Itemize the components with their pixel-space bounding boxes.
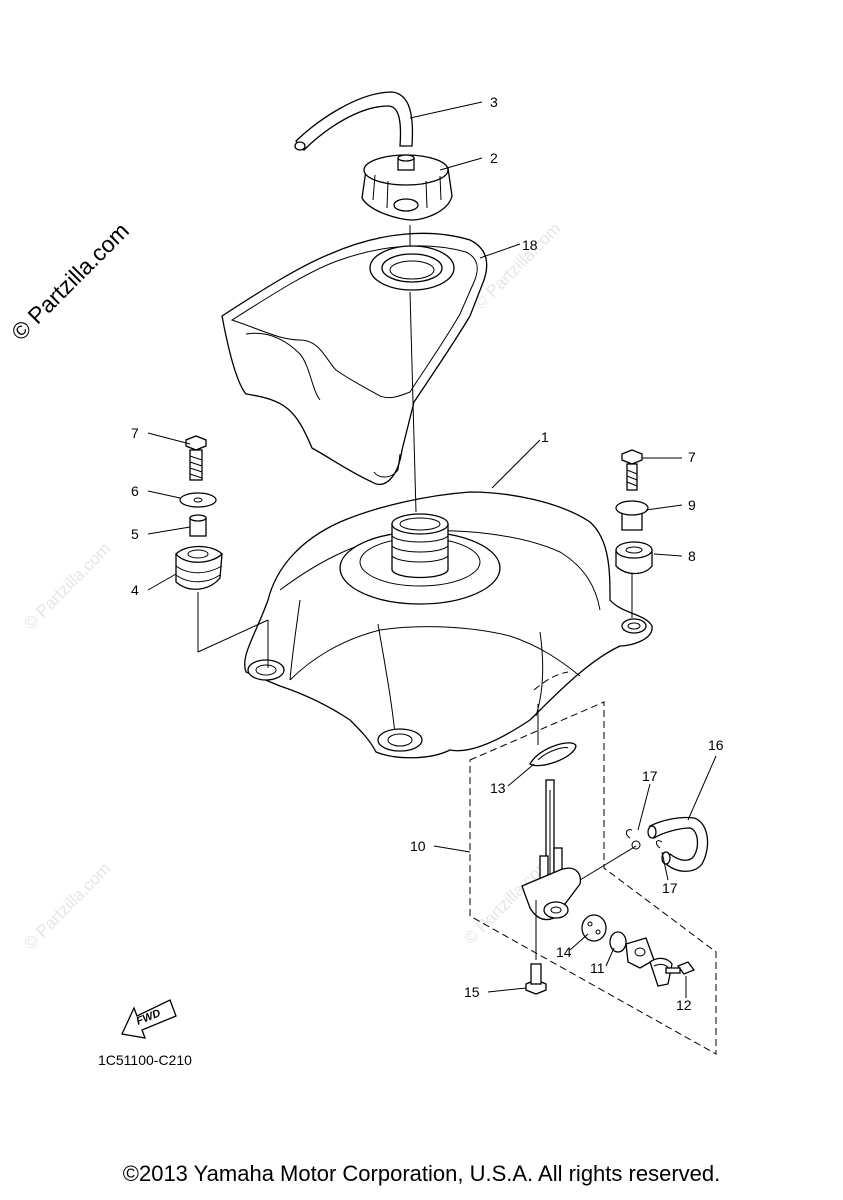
fuel-cock xyxy=(521,779,582,921)
callout-1: 1 xyxy=(541,429,549,445)
callout-9: 9 xyxy=(688,497,696,513)
callout-7-left: 7 xyxy=(131,425,139,441)
fuel-hose xyxy=(647,816,709,872)
leader-lines xyxy=(147,101,717,998)
callout-8: 8 xyxy=(688,548,696,564)
tank-cover xyxy=(221,232,488,485)
screw xyxy=(665,961,696,975)
lever-seal xyxy=(581,914,607,942)
callout-5: 5 xyxy=(131,526,139,542)
callout-2: 2 xyxy=(490,150,498,166)
diagram-code: 1C51100-C210 xyxy=(98,1052,192,1068)
callout-12: 12 xyxy=(676,997,692,1013)
bolt-left xyxy=(185,435,207,481)
lever-plate xyxy=(625,937,673,987)
callout-4: 4 xyxy=(131,582,139,598)
bolt-right xyxy=(621,449,643,491)
assembly-lines xyxy=(197,225,637,960)
callout-17-upper: 17 xyxy=(642,768,658,784)
callout-7-right: 7 xyxy=(688,449,696,465)
drain-bolt xyxy=(525,963,547,995)
callout-15: 15 xyxy=(464,984,480,1000)
gasket xyxy=(529,742,577,767)
callout-14: 14 xyxy=(556,944,572,960)
washer-left xyxy=(179,492,217,508)
collar-right xyxy=(615,500,649,531)
callout-6: 6 xyxy=(131,483,139,499)
callout-10: 10 xyxy=(410,838,426,854)
callout-16: 16 xyxy=(708,737,724,753)
damper-right xyxy=(615,541,653,575)
fuel-cock-outline xyxy=(469,701,717,1055)
callouts: 3 2 18 1 7 6 5 4 7 9 8 10 13 14 11 12 15… xyxy=(131,94,724,1013)
breather-hose xyxy=(294,91,414,151)
damper-left xyxy=(175,545,223,590)
copyright-notice: ©2013 Yamaha Motor Corporation, U.S.A. A… xyxy=(122,1161,721,1186)
o-ring xyxy=(609,931,627,953)
fuel-cap xyxy=(361,154,453,221)
collar-left xyxy=(189,514,207,537)
fwd-arrow-icon: FWD xyxy=(121,999,177,1039)
clip-lower xyxy=(655,840,663,849)
callout-3: 3 xyxy=(490,94,498,110)
fuel-tank xyxy=(244,491,653,759)
callout-18: 18 xyxy=(522,237,538,253)
callout-11: 11 xyxy=(590,960,605,976)
callout-17-lower: 17 xyxy=(662,880,678,896)
clip-upper xyxy=(625,829,641,850)
callout-13: 13 xyxy=(490,780,506,796)
